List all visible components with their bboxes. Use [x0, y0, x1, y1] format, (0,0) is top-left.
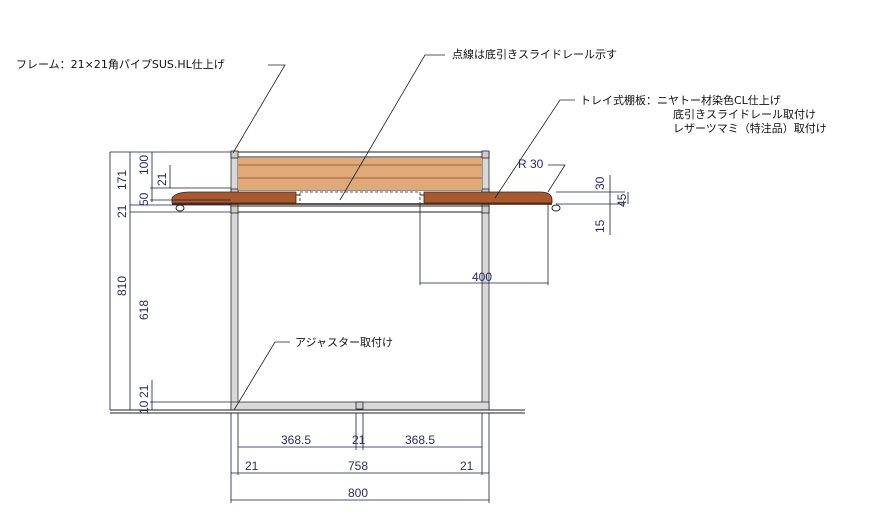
dim-50: 50	[137, 192, 151, 206]
tray-note-2: 底引きスライドレール取付け	[673, 107, 816, 121]
dim-45: 45	[615, 193, 629, 207]
dim-21-right: 21	[460, 459, 474, 473]
tray-note-1: トレイ式棚板：ニヤトー材染色CL仕上げ	[580, 93, 781, 107]
dim-368-right: 368.5	[405, 433, 435, 447]
dim-15: 15	[593, 219, 607, 233]
dotted-line-note: 点線は底引きスライドレール示す	[452, 47, 617, 61]
adjuster-note: アジャスター取付け	[295, 336, 393, 349]
dim-30: 30	[593, 176, 607, 190]
dim-21-center: 21	[352, 433, 366, 447]
dim-810: 810	[115, 276, 129, 296]
tray-note-3: レザーツマミ（特注品）取付け	[673, 121, 827, 135]
dim-21a: 21	[155, 172, 169, 186]
dim-368-left: 368.5	[281, 433, 311, 447]
dim-21b: 21	[115, 204, 129, 218]
frame-note: フレーム：21×21角パイプSUS.HL仕上げ	[16, 58, 225, 71]
dim-171: 171	[115, 170, 129, 190]
dim-100: 100	[137, 155, 151, 175]
dim-758: 758	[348, 459, 368, 473]
dim-400: 400	[472, 270, 492, 284]
dim-21c: 21	[137, 384, 151, 398]
radius-label: R 30	[518, 157, 544, 171]
dim-21-left: 21	[245, 459, 259, 473]
dim-800: 800	[348, 486, 368, 500]
dim-10: 10	[137, 400, 151, 414]
dimension-lines	[109, 151, 629, 503]
upper-shelf	[238, 158, 482, 190]
dim-618: 618	[137, 300, 151, 320]
